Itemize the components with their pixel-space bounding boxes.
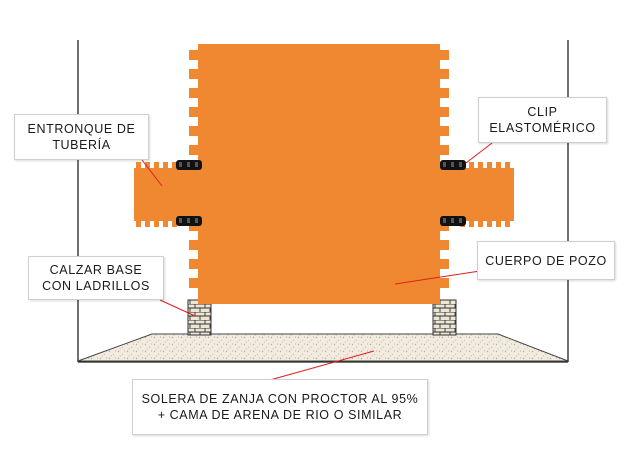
clip-icon [176,160,202,170]
leader-calzar [159,299,196,317]
label-pipe-connection: ENTRONQUE DE TUBERÍA [14,114,149,160]
clip-icon [176,216,202,226]
brick-support-left [187,299,212,336]
leader-lines [141,142,493,381]
clip-icon [440,216,466,226]
leader-entronque [141,159,163,187]
elastomeric-clips [176,160,466,226]
lateral-pipes [134,162,514,227]
pipe-rib [487,221,492,227]
label-brick-base: CALZAR BASE CON LADRILLOS [28,256,164,300]
leader-clip [465,142,493,164]
well-body [189,44,449,304]
trench [77,40,569,363]
brick-supports [187,299,457,336]
pipe-rib [172,162,177,168]
pipe-rib [469,221,474,227]
label-trench-bed: SOLERA DE ZANJA CON PROCTOR AL 95% + CAM… [132,379,428,435]
pipe-left [134,168,198,221]
pipe-rib [172,221,177,227]
pipe-rib [487,162,492,168]
label-elastomeric-clip: CLIP ELASTOMÉRICO [478,97,607,143]
pipe-rib [505,221,510,227]
pipe-rib [469,162,474,168]
pipe-rib [136,162,141,168]
pipe-rib [154,221,159,227]
pipe-rib [496,221,501,227]
pipe-right [440,168,514,221]
pipe-rib [145,162,150,168]
pipe-rib [145,221,150,227]
brick-support-right [432,299,457,336]
leader-solera [269,350,375,381]
pipe-rib [163,221,168,227]
pipe-rib [154,162,159,168]
pipe-rib [136,221,141,227]
sand-bed [77,333,569,362]
label-well-body: CUERPO DE POZO [477,241,615,280]
clip-icon [440,160,466,170]
pipe-rib [163,162,168,168]
pipe-rib [478,221,483,227]
pipe-rib [505,162,510,168]
pipe-rib [496,162,501,168]
leader-cuerpo [394,270,481,285]
pipe-rib [478,162,483,168]
